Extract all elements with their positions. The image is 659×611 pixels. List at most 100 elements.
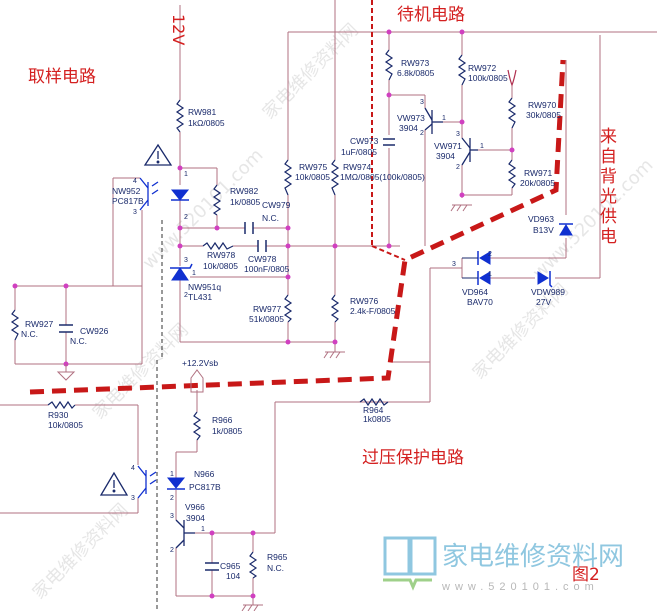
rw981-ref: RW981 <box>188 107 216 117</box>
rw973-value: 6.8k/0805 <box>397 68 435 78</box>
vw971-value: 3904 <box>436 151 455 161</box>
zener-vdw989 <box>537 271 553 288</box>
resistor-r966 <box>192 411 202 441</box>
optocoupler-phototransistors <box>137 177 159 499</box>
resistor-rw981 <box>175 99 185 133</box>
resistor-rw982 <box>212 184 222 216</box>
pin-number: 1 <box>442 115 446 122</box>
cw978-value: 100nF/0805 <box>244 264 290 274</box>
led-nw952-diode <box>170 189 190 201</box>
watermark-text: 家电维修资料网 <box>29 500 133 604</box>
rw974-ref: RW974 <box>343 162 371 172</box>
backlight-char: 背 <box>600 167 617 187</box>
cw973-value: 1uF/0805 <box>341 147 377 157</box>
rw974-value: 1MΩ/0805(100k/0805) <box>340 172 425 182</box>
backlight-char: 供 <box>600 207 617 227</box>
c965-value: 104 <box>226 571 240 581</box>
vsb-label: +12.2Vsb <box>182 358 218 368</box>
transistor-v966 <box>175 519 195 549</box>
vw973-ref: VW973 <box>397 113 425 123</box>
ground-icon <box>241 604 263 611</box>
r966-ref: R966 <box>212 415 233 425</box>
vd963-ref: VD963 <box>528 214 554 224</box>
resistor-rw973 <box>384 49 394 81</box>
pin-number: 4 <box>133 178 137 185</box>
rw973-ref: RW973 <box>401 58 429 68</box>
capacitor-cw973 <box>383 138 395 146</box>
pin-number: 1 <box>192 270 196 277</box>
pin-number: 2 <box>184 214 188 221</box>
rw971-ref: RW971 <box>524 168 552 178</box>
vw971-ref: VW971 <box>434 141 462 151</box>
resistor-rw970 <box>507 97 517 129</box>
rw976-value: 2.4k-F/0805 <box>350 306 396 316</box>
resistor-rw972 <box>457 54 467 86</box>
n966-value: PC817B <box>189 482 221 492</box>
rw977-ref: RW977 <box>253 304 281 314</box>
n966-ref: N966 <box>194 469 215 479</box>
nw951-ref: NW951q <box>188 282 221 292</box>
resistor-rw974 <box>330 159 340 196</box>
vd964-ref: VD964 <box>462 287 488 297</box>
rw982-ref: RW982 <box>230 186 258 196</box>
resistor-rw975 <box>283 159 293 196</box>
ground-icon <box>450 204 472 212</box>
ground-icon <box>56 364 76 381</box>
rw972-value: 100k/0805 <box>468 73 508 83</box>
vd963-value: B13V <box>533 225 554 235</box>
cw979-value: N.C. <box>262 213 279 223</box>
rw927-value: N.C. <box>21 329 38 339</box>
pin-number: 2 <box>184 292 188 299</box>
resistor-rw977 <box>283 294 293 323</box>
resistor-rw978 <box>202 241 234 251</box>
book-logo-icon <box>383 536 437 591</box>
vdw989-value: 27V <box>536 297 551 307</box>
led-n966-diode <box>166 477 186 490</box>
v966-value: 3904 <box>186 513 205 523</box>
r964-ref: R964 <box>363 405 384 415</box>
r965-value: N.C. <box>267 563 284 573</box>
pin-number: 4 <box>131 465 135 472</box>
diode-wires <box>462 257 478 279</box>
pin-number: 1 <box>480 143 484 150</box>
rw975-ref: RW975 <box>299 162 327 172</box>
rw978-ref: RW978 <box>207 250 235 260</box>
diodes <box>166 189 573 490</box>
resistors <box>10 49 517 579</box>
r964-value: 1k0805 <box>363 414 391 424</box>
backlight-char: 光 <box>600 187 617 207</box>
title-standby-circuit: 待机电路 <box>397 5 465 25</box>
nw952-ref: NW952 <box>112 186 141 196</box>
r966-value: 1k/0805 <box>212 426 243 436</box>
component-labels: RW981 1kΩ/0805 RW982 1k/0805 CW979 N.C. … <box>21 58 565 581</box>
pin-number: 3 <box>170 513 174 520</box>
rw972-ref: RW972 <box>468 63 496 73</box>
pin-number: 1 <box>170 471 174 478</box>
cw979-ref: CW979 <box>262 200 291 210</box>
transistors <box>175 107 478 549</box>
resistor-r930 <box>47 400 76 410</box>
pin-numbers: 1 2 3 1 2 4 3 3 1 2 3 1 2 2 1 3 4 3 1 2 … <box>131 99 492 554</box>
transistor-vw971 <box>461 137 478 166</box>
pin-number: 3 <box>131 495 135 502</box>
pin-number: 3 <box>184 257 188 264</box>
nw952-value: PC817B <box>112 196 144 206</box>
vw973-value: 3904 <box>399 123 418 133</box>
rw970-value: 30k/0805 <box>526 110 561 120</box>
resistor-rw971 <box>507 159 517 189</box>
region-divider <box>29 0 566 395</box>
title-sampling-circuit: 取样电路 <box>28 67 96 87</box>
capacitor-cw926 <box>59 324 73 333</box>
figure-label: 图2 <box>572 565 600 585</box>
ground-icon <box>323 351 345 359</box>
rw981-value: 1kΩ/0805 <box>188 118 225 128</box>
transistor-vw973 <box>424 107 443 134</box>
warning-icon <box>99 471 129 496</box>
resistor-rw927 <box>10 309 20 341</box>
resistor-r964 <box>359 397 389 407</box>
rw975-value: 10k/0805 <box>295 172 330 182</box>
pin-number: 1 <box>184 171 188 178</box>
backlight-char: 自 <box>600 147 617 167</box>
